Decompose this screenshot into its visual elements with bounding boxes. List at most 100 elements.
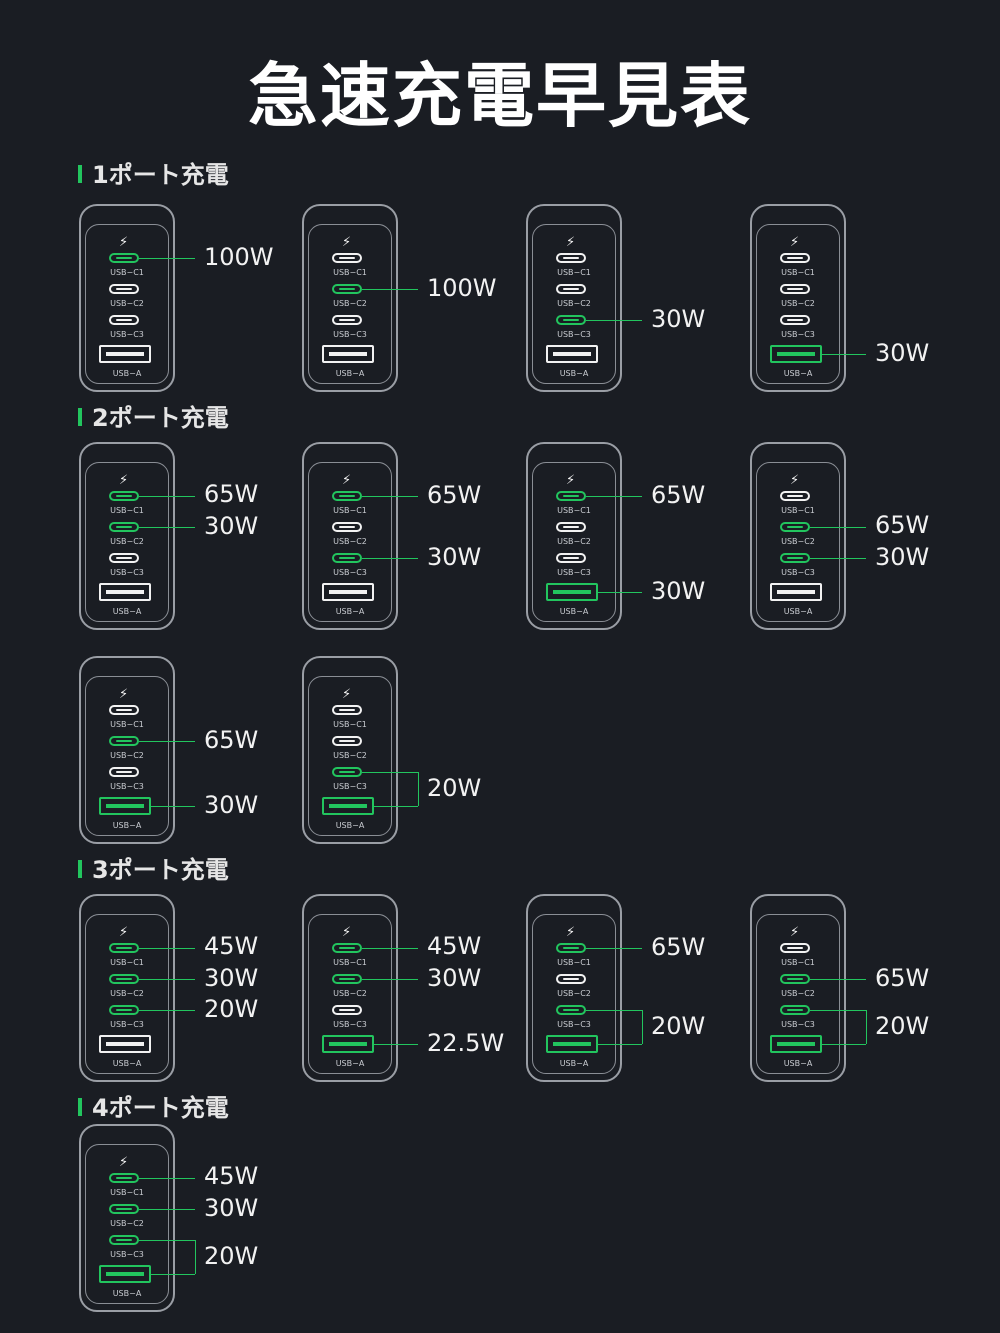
leader-line (598, 592, 642, 593)
lightning-icon: ⚡ (119, 925, 129, 940)
leader-line (139, 979, 195, 980)
usb-c-port (780, 943, 810, 953)
leader-line (362, 948, 418, 949)
charger-body (750, 442, 846, 630)
charger-face (532, 462, 616, 622)
port-label: USB−A (112, 1059, 142, 1068)
section-marker (78, 165, 82, 183)
wattage-label: 45W (427, 932, 482, 960)
port-label: USB−C2 (333, 751, 367, 760)
leader-line (139, 948, 195, 949)
section-label: 2ポート充電 (92, 404, 229, 432)
leader-line (810, 558, 866, 559)
usb-a-port (99, 1035, 151, 1053)
usb-c-port (332, 943, 362, 953)
port-label: USB−C1 (781, 958, 815, 967)
usb-c-port (780, 491, 810, 501)
bracket-vertical (195, 1240, 196, 1274)
wattage-label: 30W (204, 512, 259, 540)
charger-body (526, 894, 622, 1082)
wattage-label: 65W (651, 481, 706, 509)
port-label: USB−A (112, 607, 142, 616)
port-label: USB−C2 (110, 537, 144, 546)
port-label: USB−C2 (781, 537, 815, 546)
usb-c-port (109, 943, 139, 953)
port-label: USB−C3 (333, 1020, 367, 1029)
port-label: USB−C3 (333, 782, 367, 791)
wattage-label: 30W (427, 964, 482, 992)
usb-c-port (109, 1173, 139, 1183)
usb-c-port (109, 284, 139, 294)
lightning-icon: ⚡ (342, 687, 352, 702)
usb-c-port (109, 767, 139, 777)
lightning-icon: ⚡ (566, 235, 576, 250)
wattage-label: 20W (204, 1242, 259, 1270)
port-label: USB−C1 (333, 506, 367, 515)
usb-c-port (556, 284, 586, 294)
leader-line (139, 1178, 195, 1179)
port-label: USB−C1 (557, 268, 591, 277)
charger-face (85, 1144, 169, 1304)
section-heading-3-port: 3ポート充電 (78, 850, 229, 885)
wattage-label: 30W (204, 964, 259, 992)
usb-c-port (332, 974, 362, 984)
charger-face (308, 224, 392, 384)
port-label: USB−C1 (110, 506, 144, 515)
charger-face (532, 914, 616, 1074)
lightning-icon: ⚡ (790, 925, 800, 940)
wattage-label: 45W (204, 932, 259, 960)
usb-a-port (770, 1035, 822, 1053)
wattage-label: 65W (875, 511, 930, 539)
port-label: USB−A (559, 369, 589, 378)
usb-c-port (780, 522, 810, 532)
leader-line (586, 948, 642, 949)
usb-c-port (556, 553, 586, 563)
port-label: USB−C3 (110, 1250, 144, 1259)
lightning-icon: ⚡ (342, 925, 352, 940)
charger-body (302, 894, 398, 1082)
wattage-label: 30W (427, 543, 482, 571)
wattage-label: 20W (875, 1012, 930, 1040)
leader-line (362, 289, 418, 290)
port-label: USB−A (783, 369, 813, 378)
port-label: USB−C3 (110, 330, 144, 339)
charger-face (756, 462, 840, 622)
wattage-label: 20W (204, 995, 259, 1023)
wattage-label: 30W (875, 543, 930, 571)
charger-body (79, 894, 175, 1082)
usb-a-port (546, 1035, 598, 1053)
usb-c-port (332, 522, 362, 532)
usb-a-port (99, 583, 151, 601)
usb-a-port (770, 345, 822, 363)
leader-line (362, 496, 418, 497)
lightning-icon: ⚡ (119, 687, 129, 702)
leader-line (810, 979, 866, 980)
port-label: USB−C2 (110, 1219, 144, 1228)
leader-line (374, 1044, 418, 1045)
charger-body (79, 204, 175, 392)
charger-face (308, 462, 392, 622)
bracket-vertical (418, 772, 419, 806)
bracket-line (362, 772, 418, 773)
wattage-label: 30W (204, 791, 259, 819)
port-label: USB−A (335, 1059, 365, 1068)
port-label: USB−C2 (557, 299, 591, 308)
usb-c-port (780, 284, 810, 294)
charger-face (532, 224, 616, 384)
port-label: USB−C1 (110, 1188, 144, 1197)
usb-c-port (332, 315, 362, 325)
leader-line (139, 741, 195, 742)
usb-c-port (332, 553, 362, 563)
usb-c-port (109, 553, 139, 563)
usb-c-port (780, 974, 810, 984)
charger-face (85, 676, 169, 836)
usb-c-port (556, 943, 586, 953)
